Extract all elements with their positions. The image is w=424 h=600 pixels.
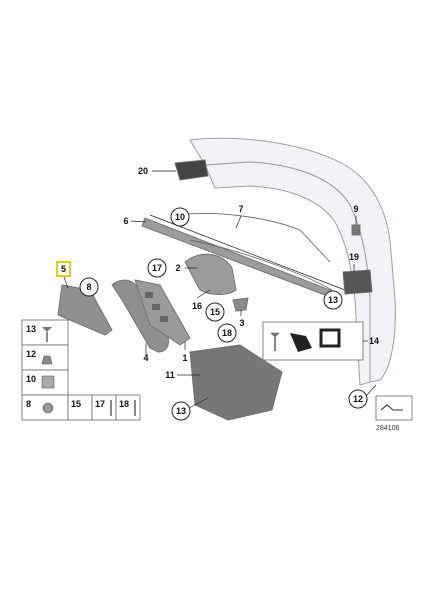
callout-2: 2 [175, 263, 180, 273]
small-part-label: 12 [26, 349, 36, 359]
inner-seal [174, 213, 333, 291]
symbol-box [375, 395, 413, 421]
clip-part [351, 224, 361, 236]
callout-9: 9 [353, 204, 358, 214]
drawing-number: 284106 [376, 425, 399, 432]
callout-13-pocket: 13 [176, 406, 186, 416]
callout-20: 20 [138, 166, 148, 176]
hardware-box-14 [262, 321, 368, 361]
small-bracket [232, 297, 249, 312]
highlight-box [56, 261, 71, 277]
small-part-label: 10 [26, 374, 36, 384]
door-trim-strip [141, 217, 336, 299]
small-part-label: 17 [95, 399, 105, 409]
small-parts-grid: 13 12 10 8 15 17 18 [21, 319, 141, 421]
upper-bracket [174, 159, 209, 181]
door-handle [184, 253, 237, 295]
callout-15: 15 [210, 307, 220, 317]
callout-19: 19 [349, 252, 359, 262]
callout-17: 17 [152, 263, 162, 273]
footer-symbol: 284106 [375, 395, 413, 432]
callout-10: 10 [175, 212, 185, 222]
callout-11: 11 [165, 370, 175, 380]
callout-13: 13 [328, 295, 338, 305]
callout-7: 7 [238, 204, 243, 214]
small-part-label: 8 [26, 399, 31, 409]
callout-12: 12 [353, 394, 363, 404]
switch-panel [134, 279, 191, 346]
small-part-label: 18 [119, 399, 129, 409]
callout-16: 16 [192, 301, 202, 311]
callouts: 20 6 10 7 9 5 8 17 2 19 16 15 13 3 18 14 [56, 166, 379, 421]
callout-3: 3 [239, 318, 244, 328]
callout-4: 4 [143, 353, 148, 363]
callout-5: 5 [61, 264, 66, 274]
callout-8: 8 [86, 282, 91, 292]
small-part-label: 15 [71, 399, 81, 409]
callout-6: 6 [123, 216, 128, 226]
small-part-label: 13 [26, 324, 36, 334]
callout-1: 1 [182, 353, 187, 363]
door-frame [149, 137, 396, 386]
callout-14: 14 [369, 336, 379, 346]
side-bracket [342, 269, 373, 295]
callout-18: 18 [222, 328, 232, 338]
